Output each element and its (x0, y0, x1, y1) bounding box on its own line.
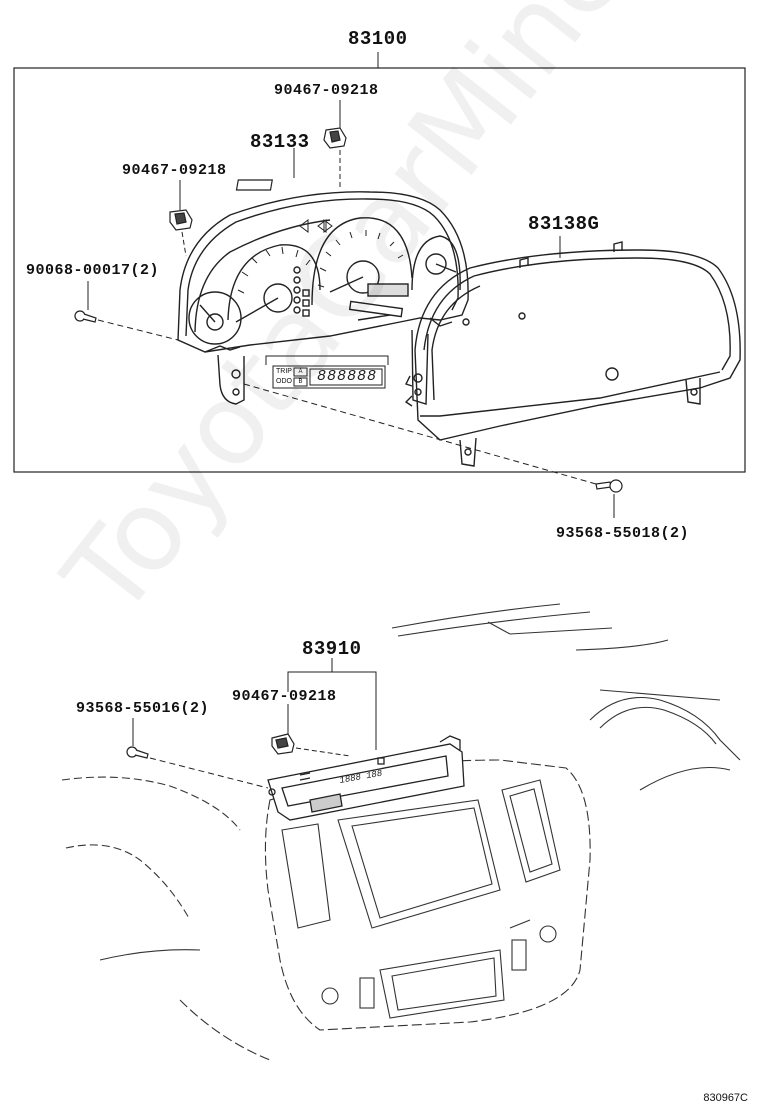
dashboard-outline (61, 603, 741, 1061)
odometer-trip-label: TRIP (276, 368, 292, 375)
dash-screw-left (97, 319, 179, 341)
dash-clock-screw (149, 757, 269, 789)
dash-bulb-left (181, 231, 187, 257)
callout-83138g: 83138G (528, 213, 600, 235)
bulb-socket-top-part (323, 127, 347, 149)
combination-meter-frame (13, 67, 746, 473)
odometer-labels: TRIP ODO (274, 367, 294, 387)
callout-screw-right: 93568-55018(2) (556, 525, 690, 542)
dash-clock-clip (295, 747, 351, 757)
clock-unit (267, 735, 465, 821)
odometer-digits: 888888 (316, 368, 377, 385)
screw-left-part (74, 310, 97, 323)
odometer-buttons: A B (294, 367, 307, 387)
odometer-detail (272, 365, 386, 389)
odometer-button-a: A (298, 369, 303, 375)
bulb-socket-left-part (169, 209, 193, 231)
odometer-callout-bracket (265, 355, 389, 365)
callout-clock-screw: 93568-55016(2) (76, 700, 210, 717)
odometer-odo-label: ODO (276, 378, 292, 385)
callout-bulb-socket-left: 90467-09218 (122, 162, 227, 179)
meter-glass (404, 241, 741, 467)
dash-long (243, 383, 597, 485)
callout-83910: 83910 (302, 638, 362, 660)
callout-clock-clip: 90467-09218 (232, 688, 337, 705)
callout-83100: 83100 (348, 28, 408, 50)
clock-screw-part (126, 746, 149, 759)
clock-clip-part (271, 733, 295, 755)
callout-screw-left: 90068-00017(2) (26, 262, 160, 279)
bracket-83910 (287, 658, 377, 750)
callout-83133: 83133 (250, 131, 310, 153)
callout-bulb-socket-top: 90467-09218 (274, 82, 379, 99)
screw-right-part (595, 479, 623, 493)
figure-id: 830967C (703, 1092, 748, 1104)
label-83133-part (235, 179, 273, 191)
odometer-button-b: B (298, 379, 303, 385)
